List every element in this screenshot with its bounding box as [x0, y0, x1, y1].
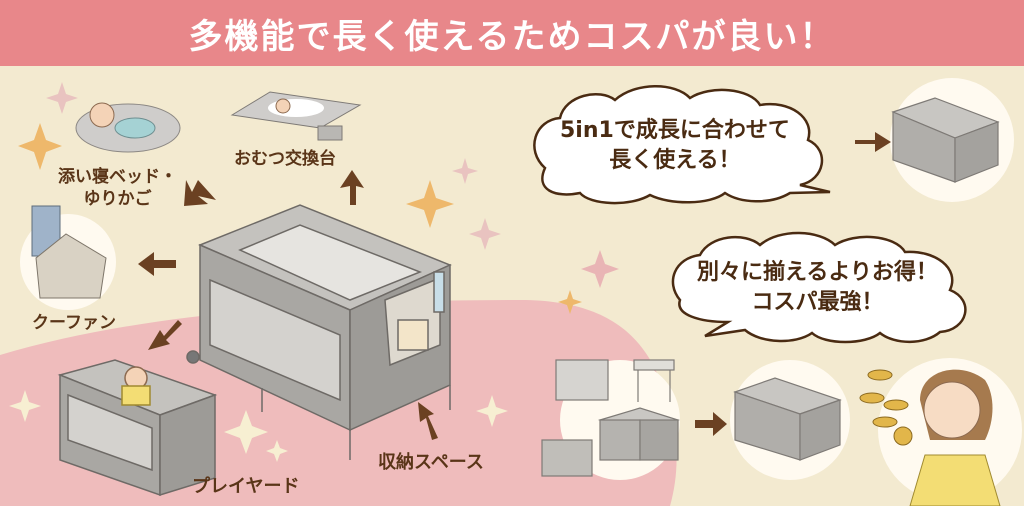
bedside-label-line1: 添い寝ベッド・ [58, 167, 177, 187]
bubble-bottom-text: 別々に揃えるよりお得！ コスパ最強！ [697, 258, 938, 318]
bedside-label: 添い寝ベッド・ ゆりかご [58, 166, 177, 210]
bubble-bottom-line2: コスパ最強！ [751, 290, 884, 315]
carrycot-label: クーファン [32, 313, 116, 333]
arrow-icons [138, 132, 891, 440]
bubble-top-text: 5in1で成長に合わせて 長く使える！ [560, 116, 790, 176]
changing-table-label: おむつ交換台 [234, 149, 336, 169]
speech-bubble-bottom [671, 231, 967, 344]
sparkle-icons [9, 82, 619, 462]
separate-furniture-illustration [541, 359, 680, 477]
main-crib-illustration [186, 204, 452, 460]
bedside-label-line2: ゆりかご [83, 189, 152, 209]
page-title: 多機能で長く使えるためコスパが良い！ [188, 16, 836, 57]
changing-table-illustration [230, 91, 362, 141]
single-crib-result-illustration [733, 377, 842, 461]
bubble-top-line1: 5in1で成長に合わせて [560, 118, 790, 143]
carrycot-illustration [31, 205, 107, 299]
bubble-bottom-line1: 別々に揃えるよりお得！ [697, 260, 938, 285]
storage-label: 収納スペース [378, 452, 484, 473]
small-crib-illustration [891, 97, 1000, 183]
coins-icon [859, 369, 913, 446]
playyard-illustration [57, 359, 218, 497]
sleeping-baby-illustration [75, 102, 181, 153]
bubble-top-line2: 長く使える！ [609, 148, 741, 173]
playyard-label: プレイヤード [192, 476, 300, 497]
title-banner: 多機能で長く使えるためコスパが良い！ [0, 0, 1024, 66]
smiling-mother-illustration [909, 369, 1001, 506]
speech-bubble-top [533, 85, 831, 205]
